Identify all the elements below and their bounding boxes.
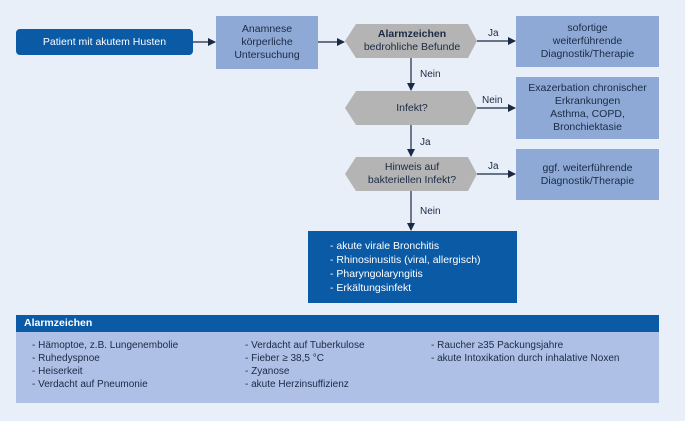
infekt-no-label: Nein [482, 95, 503, 106]
alarmzeichen-item: - akute Intoxikation durch inhalative No… [431, 353, 620, 364]
infekt-no-result-line: Exazerbation chronischer [528, 82, 647, 95]
bakt-decision: Hinweis auf bakteriellen Infekt? [350, 157, 474, 191]
anamnese-line: körperliche [241, 36, 293, 49]
infekt-no-result: Exazerbation chronischer Erkrankungen As… [516, 77, 659, 139]
alarm-yes-result-line: weiterführende [552, 35, 623, 48]
alarm-yes-result: sofortige weiterführende Diagnostik/Ther… [516, 16, 659, 67]
alarmzeichen-item: - Zyanose [245, 366, 290, 377]
alarm-decision-shape [345, 24, 477, 58]
anamnese-line: Anamnese [241, 23, 293, 36]
alarm-yes-result-line: sofortige [567, 22, 608, 35]
alarmzeichen-column-3: - Raucher ≥35 Packungsjahre - akute Into… [431, 339, 619, 365]
alarm-decision-subtitle: bedrohliche Befunde [363, 41, 461, 53]
alarmzeichen-item: - Verdacht auf Pneumonie [32, 379, 148, 390]
infekt-decision-label: Infekt? [396, 101, 428, 114]
alarm-yes-label: Ja [488, 28, 499, 39]
infekt-no-result-line: Bronchiektasie [553, 120, 622, 133]
alarmzeichen-column-1: - Hämoptoe, z.B. Lungenembolie - Ruhedys… [32, 339, 178, 391]
alarmzeichen-item: - Verdacht auf Tuberkulose [245, 340, 365, 351]
bakt-yes-result: ggf. weiterführende Diagnostik/Therapie [516, 149, 659, 200]
infekt-no-result-line: Asthma, COPD, [550, 108, 625, 120]
diagnosis-item: - Rhinosinusitis (viral, allergisch) [330, 253, 481, 266]
infekt-yes-label: Ja [420, 137, 431, 148]
start-node: Patient mit akutem Husten [16, 29, 193, 55]
infekt-decision: Infekt? [350, 91, 474, 125]
bakt-yes-result-line: ggf. weiterführende [542, 161, 633, 174]
anamnese-line: Untersuchung [234, 48, 300, 61]
alarmzeichen-panel: Alarmzeichen - Hämoptoe, z.B. Lungenembo… [16, 315, 659, 403]
bakt-decision-line: Hinweis auf [384, 161, 440, 174]
alarm-decision: Alarmzeichen bedrohliche Befunde [350, 24, 474, 58]
bakt-decision-shape [345, 157, 477, 191]
bakt-decision-line: bakteriellen Infekt? [367, 174, 457, 186]
diagnosis-item: - akute virale Bronchitis [330, 240, 440, 252]
diagnosis-item: - Erkältungsinfekt [330, 281, 412, 294]
alarmzeichen-item: - Ruhedyspnoe [32, 353, 100, 364]
bakt-yes-label: Ja [488, 161, 499, 172]
alarm-yes-result-line: Diagnostik/Therapie [540, 47, 635, 60]
alarmzeichen-item: - Fieber ≥ 38,5 °C [245, 353, 324, 364]
diagnosis-item: - Pharyngolaryngitis [330, 267, 423, 280]
alarmzeichen-item: - Heiserkeit [32, 366, 83, 377]
start-node-label: Patient mit akutem Husten [42, 35, 167, 48]
alarmzeichen-item: - Hämoptoe, z.B. Lungenembolie [32, 340, 179, 351]
anamnese-node: Anamnese körperliche Untersuchung [216, 16, 318, 69]
infekt-decision-shape [345, 91, 477, 125]
alarmzeichen-title: Alarmzeichen [16, 315, 659, 332]
bakt-yes-result-line: Diagnostik/Therapie [540, 174, 635, 187]
alarmzeichen-item: - akute Herzinsuffizienz [245, 379, 349, 390]
alarm-no-label: Nein [420, 69, 441, 80]
diagnoses-list: - akute virale Bronchitis - Rhinosinusit… [330, 240, 517, 295]
alarmzeichen-item: - Raucher ≥35 Packungsjahre [431, 340, 564, 351]
infekt-no-result-line: Erkrankungen [554, 95, 621, 108]
bakt-no-label: Nein [420, 206, 441, 217]
alarm-decision-title: Alarmzeichen [377, 28, 447, 41]
diagnoses-box: - akute virale Bronchitis - Rhinosinusit… [308, 231, 517, 303]
alarmzeichen-column-2: - Verdacht auf Tuberkulose - Fieber ≥ 38… [245, 339, 365, 391]
